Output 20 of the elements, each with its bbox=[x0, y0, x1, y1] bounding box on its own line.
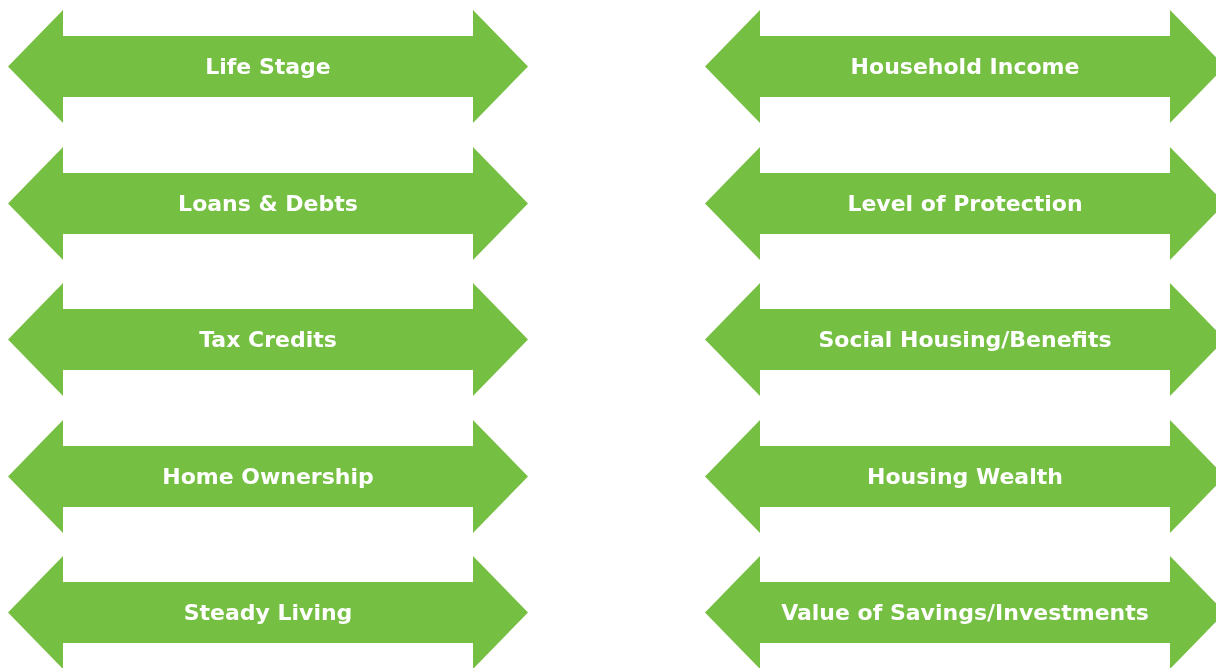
arrow-label: Tax Credits bbox=[199, 328, 337, 351]
arrow-label: Life Stage bbox=[205, 55, 331, 78]
double-headed-banner bbox=[8, 556, 528, 668]
arrow-label: Housing Wealth bbox=[867, 465, 1063, 488]
double-headed-banner bbox=[705, 283, 1216, 396]
arrow-label: Steady Living bbox=[183, 601, 353, 624]
arrow-label: Value of Savings/Investments bbox=[781, 601, 1149, 624]
arrow-label: Loans & Debts bbox=[178, 192, 358, 215]
double-headed-banner bbox=[705, 10, 1216, 123]
double-headed-banner bbox=[8, 283, 528, 396]
double-headed-banner bbox=[705, 420, 1216, 533]
arrow-label: Household Income bbox=[850, 55, 1080, 78]
double-headed-banner bbox=[705, 556, 1216, 668]
arrow-label: Social Housing/Benefits bbox=[818, 328, 1112, 351]
double-headed-banner bbox=[705, 147, 1216, 260]
arrow-label: Level of Protection bbox=[847, 192, 1083, 215]
double-headed-banner bbox=[8, 147, 528, 260]
double-headed-banner bbox=[8, 420, 528, 533]
double-headed-banner bbox=[8, 10, 528, 123]
arrow-label: Home Ownership bbox=[162, 465, 374, 488]
